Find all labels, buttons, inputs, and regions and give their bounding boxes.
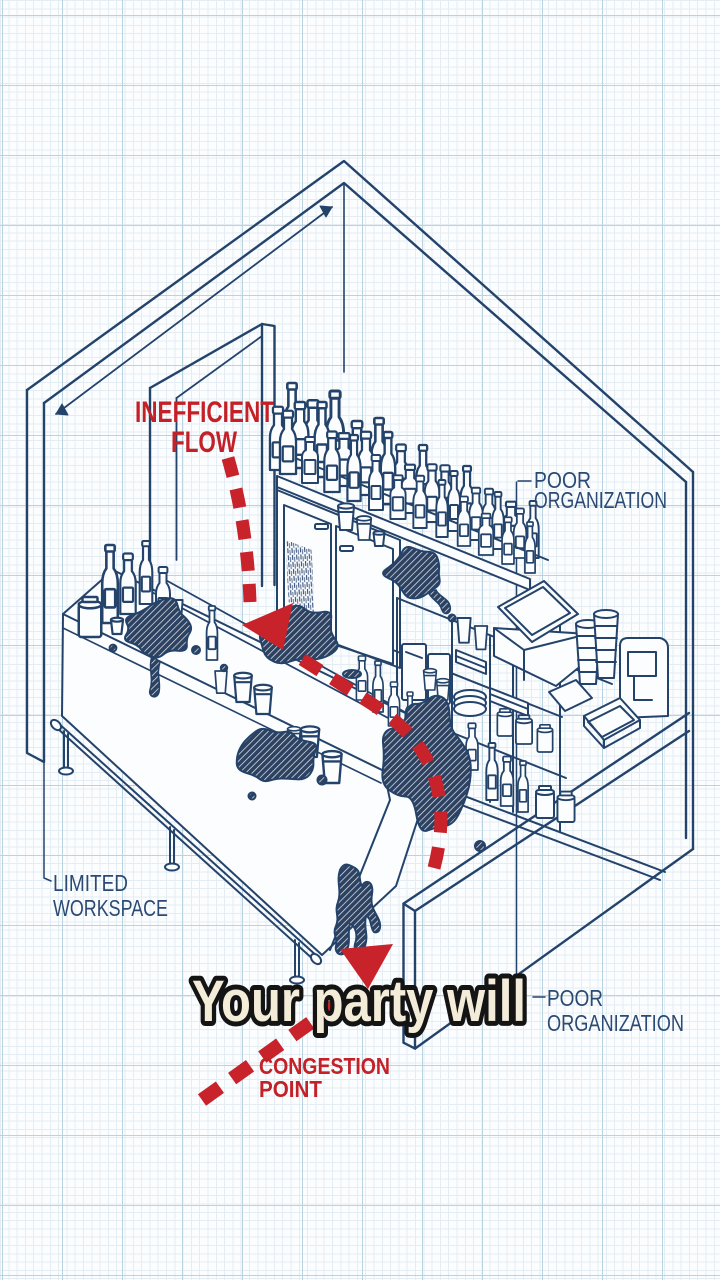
svg-text:CONGESTION: CONGESTION — [259, 1053, 390, 1079]
svg-text:POINT: POINT — [259, 1076, 322, 1102]
svg-text:Your party will: Your party will — [192, 969, 526, 1034]
svg-text:LIMITED: LIMITED — [53, 870, 128, 896]
svg-text:WORKSPACE: WORKSPACE — [53, 895, 168, 921]
svg-text:POOR: POOR — [547, 985, 603, 1011]
svg-text:ORGANIZATION: ORGANIZATION — [534, 487, 667, 513]
svg-text:POOR: POOR — [534, 467, 591, 493]
svg-text:FLOW: FLOW — [171, 426, 238, 459]
svg-text:INEFFICIENT: INEFFICIENT — [135, 396, 274, 429]
svg-text:ORGANIZATION: ORGANIZATION — [547, 1010, 684, 1036]
